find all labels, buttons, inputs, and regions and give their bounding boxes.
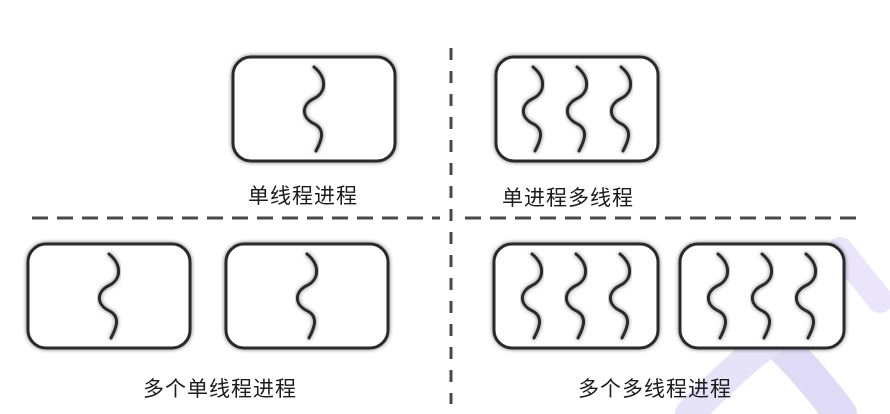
- thread-squiggle: [565, 65, 589, 153]
- process-box: [678, 242, 846, 350]
- process-box: [26, 242, 192, 350]
- process-box: [231, 55, 397, 163]
- thread-squiggle: [520, 252, 544, 340]
- thread-squiggle: [302, 65, 326, 153]
- thread-squiggle: [97, 252, 121, 340]
- process-box: [224, 242, 390, 350]
- thread-squiggle: [608, 252, 632, 340]
- thread-squiggle: [706, 252, 730, 340]
- process-box: [492, 242, 660, 350]
- thread-squiggle: [794, 252, 818, 340]
- caption-single-process-multi-thread: 单进程多线程: [502, 186, 634, 210]
- thread-squiggle: [609, 65, 633, 153]
- caption-multiple-single-thread-processes: 多个单线程进程: [143, 377, 297, 401]
- thread-squiggle: [750, 252, 774, 340]
- thread-squiggle: [521, 65, 545, 153]
- thread-squiggle: [295, 252, 319, 340]
- caption-single-thread-process: 单线程进程: [248, 184, 358, 208]
- process-box: [494, 55, 660, 163]
- caption-multiple-multi-thread-processes: 多个多线程进程: [578, 377, 732, 401]
- thread-squiggle: [564, 252, 588, 340]
